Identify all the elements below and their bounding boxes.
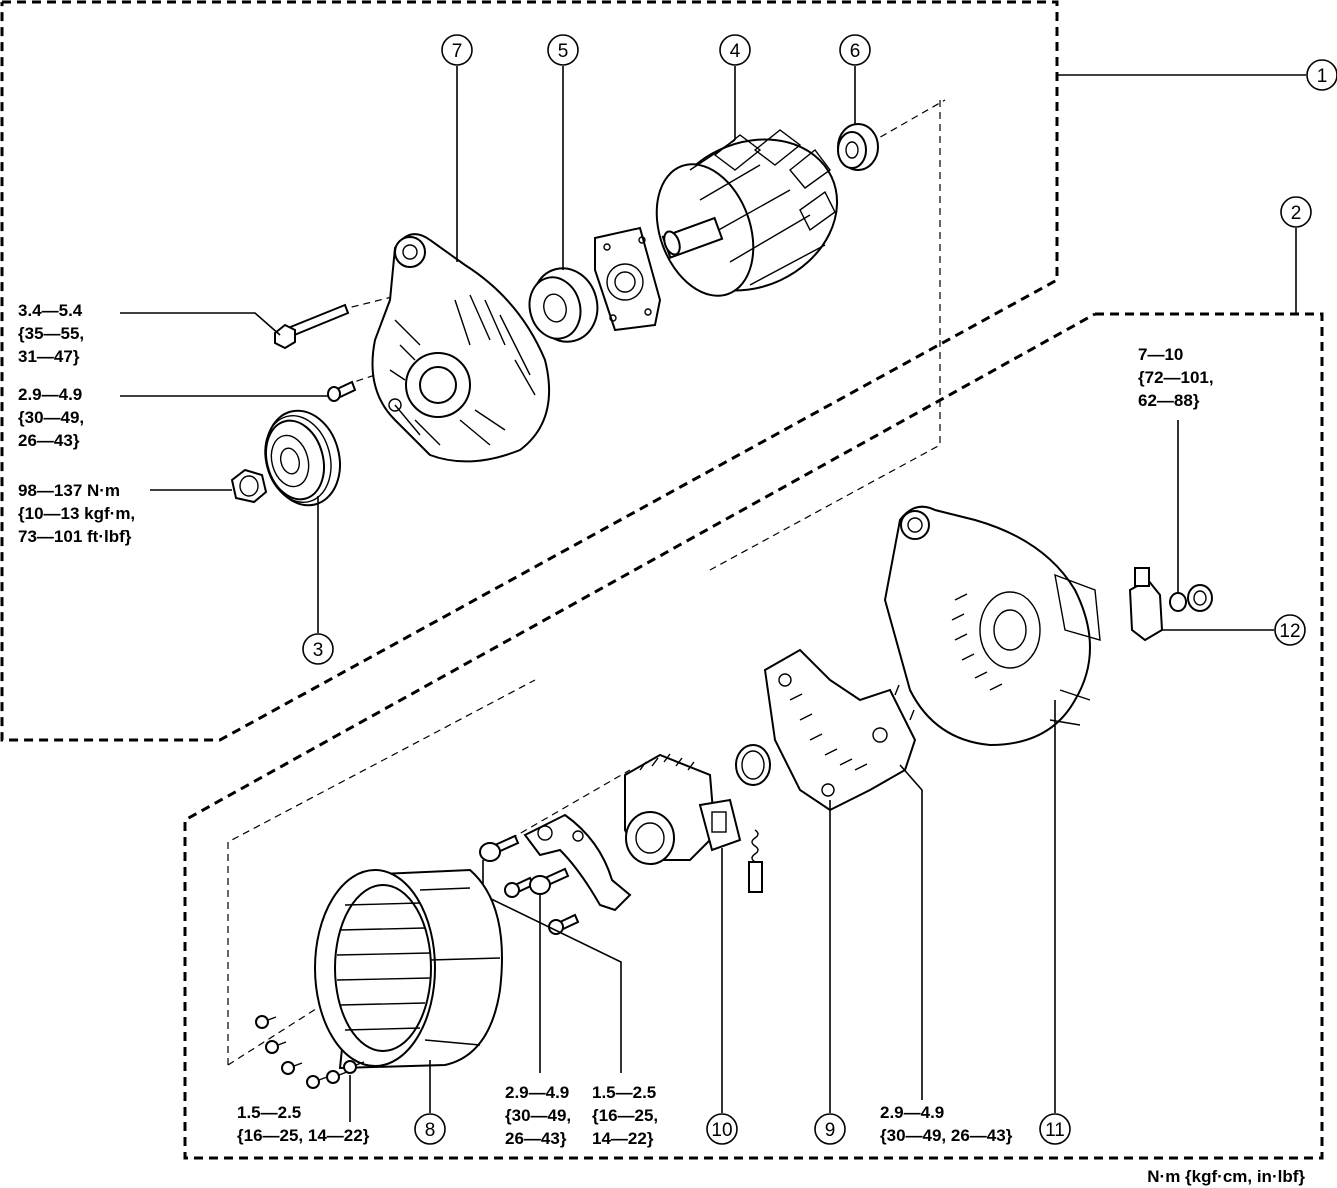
front-bearing	[528, 267, 599, 343]
torque-rectifier-screws: 2.9—4.9 {30—49, 26—43}	[880, 1103, 1013, 1145]
torque-stator-screws: 1.5—2.5 {16—25, 14—22}	[237, 1103, 370, 1145]
pulley	[264, 409, 341, 507]
rotor	[655, 129, 839, 297]
stator-screws	[255, 1015, 365, 1089]
unit-legend: N·m {kgf·cm, in·lbf}	[1147, 1167, 1305, 1186]
torque-front-screw: 2.9—4.9 {30—49, 26—43}	[18, 385, 89, 450]
callout-5: 5	[558, 41, 569, 62]
pulley-nut	[230, 468, 268, 504]
regulator-screw-3	[529, 867, 570, 895]
stator-screw-axis	[227, 999, 331, 1066]
brush	[748, 829, 763, 893]
front-bracket	[371, 233, 551, 463]
torque-through-bolt: 3.4—5.4 {35—55, 31—47}	[18, 301, 89, 366]
callout-4: 4	[730, 41, 741, 62]
regulator-screw-2	[504, 876, 535, 898]
regulator-screw-4	[548, 913, 580, 935]
torque-b-terminal-nut: 7—10 {72—101, 62—88}	[1138, 345, 1218, 410]
callout-2: 2	[1291, 203, 1302, 224]
front-assembly-boundary	[0, 0, 1059, 742]
regulator-screw-1	[479, 834, 520, 862]
rotor-axis-line	[869, 99, 946, 144]
rear-assembly-boundary	[183, 312, 1324, 1160]
rear-axis-line	[227, 679, 536, 1065]
through-bolt	[274, 303, 350, 350]
callout-8: 8	[425, 1120, 436, 1141]
spacer-ring	[735, 744, 771, 786]
regulator-axis-line	[499, 769, 631, 846]
rear-bearing	[837, 123, 879, 171]
torque-regulator-screw-a: 2.9—4.9 {30—49, 26—43}	[505, 1083, 576, 1148]
callout-10: 10	[711, 1120, 732, 1141]
torque-regulator-screw-b: 1.5—2.5 {16—25, 14—22}	[592, 1083, 663, 1148]
b-terminal	[1128, 567, 1213, 642]
rear-bracket	[883, 505, 1101, 747]
regulator-cover-plate	[523, 813, 632, 912]
callout-12: 12	[1279, 621, 1300, 642]
front-bracket-screw	[327, 380, 357, 402]
voltage-regulator	[624, 753, 742, 865]
torque-pulley-nut: 98—137 N·m {10—13 kgf·m, 73—101 ft·lbf}	[18, 481, 140, 546]
rectifier	[763, 648, 917, 812]
stator	[314, 868, 503, 1070]
callout-3: 3	[313, 640, 324, 661]
callout-7: 7	[452, 41, 463, 62]
callout-11: 11	[1045, 1120, 1065, 1141]
callout-1: 1	[1317, 66, 1328, 87]
callout-9: 9	[825, 1120, 836, 1141]
front-axis-line	[709, 100, 941, 571]
bearing-retainer-plate	[594, 226, 662, 332]
callout-6: 6	[850, 41, 861, 62]
